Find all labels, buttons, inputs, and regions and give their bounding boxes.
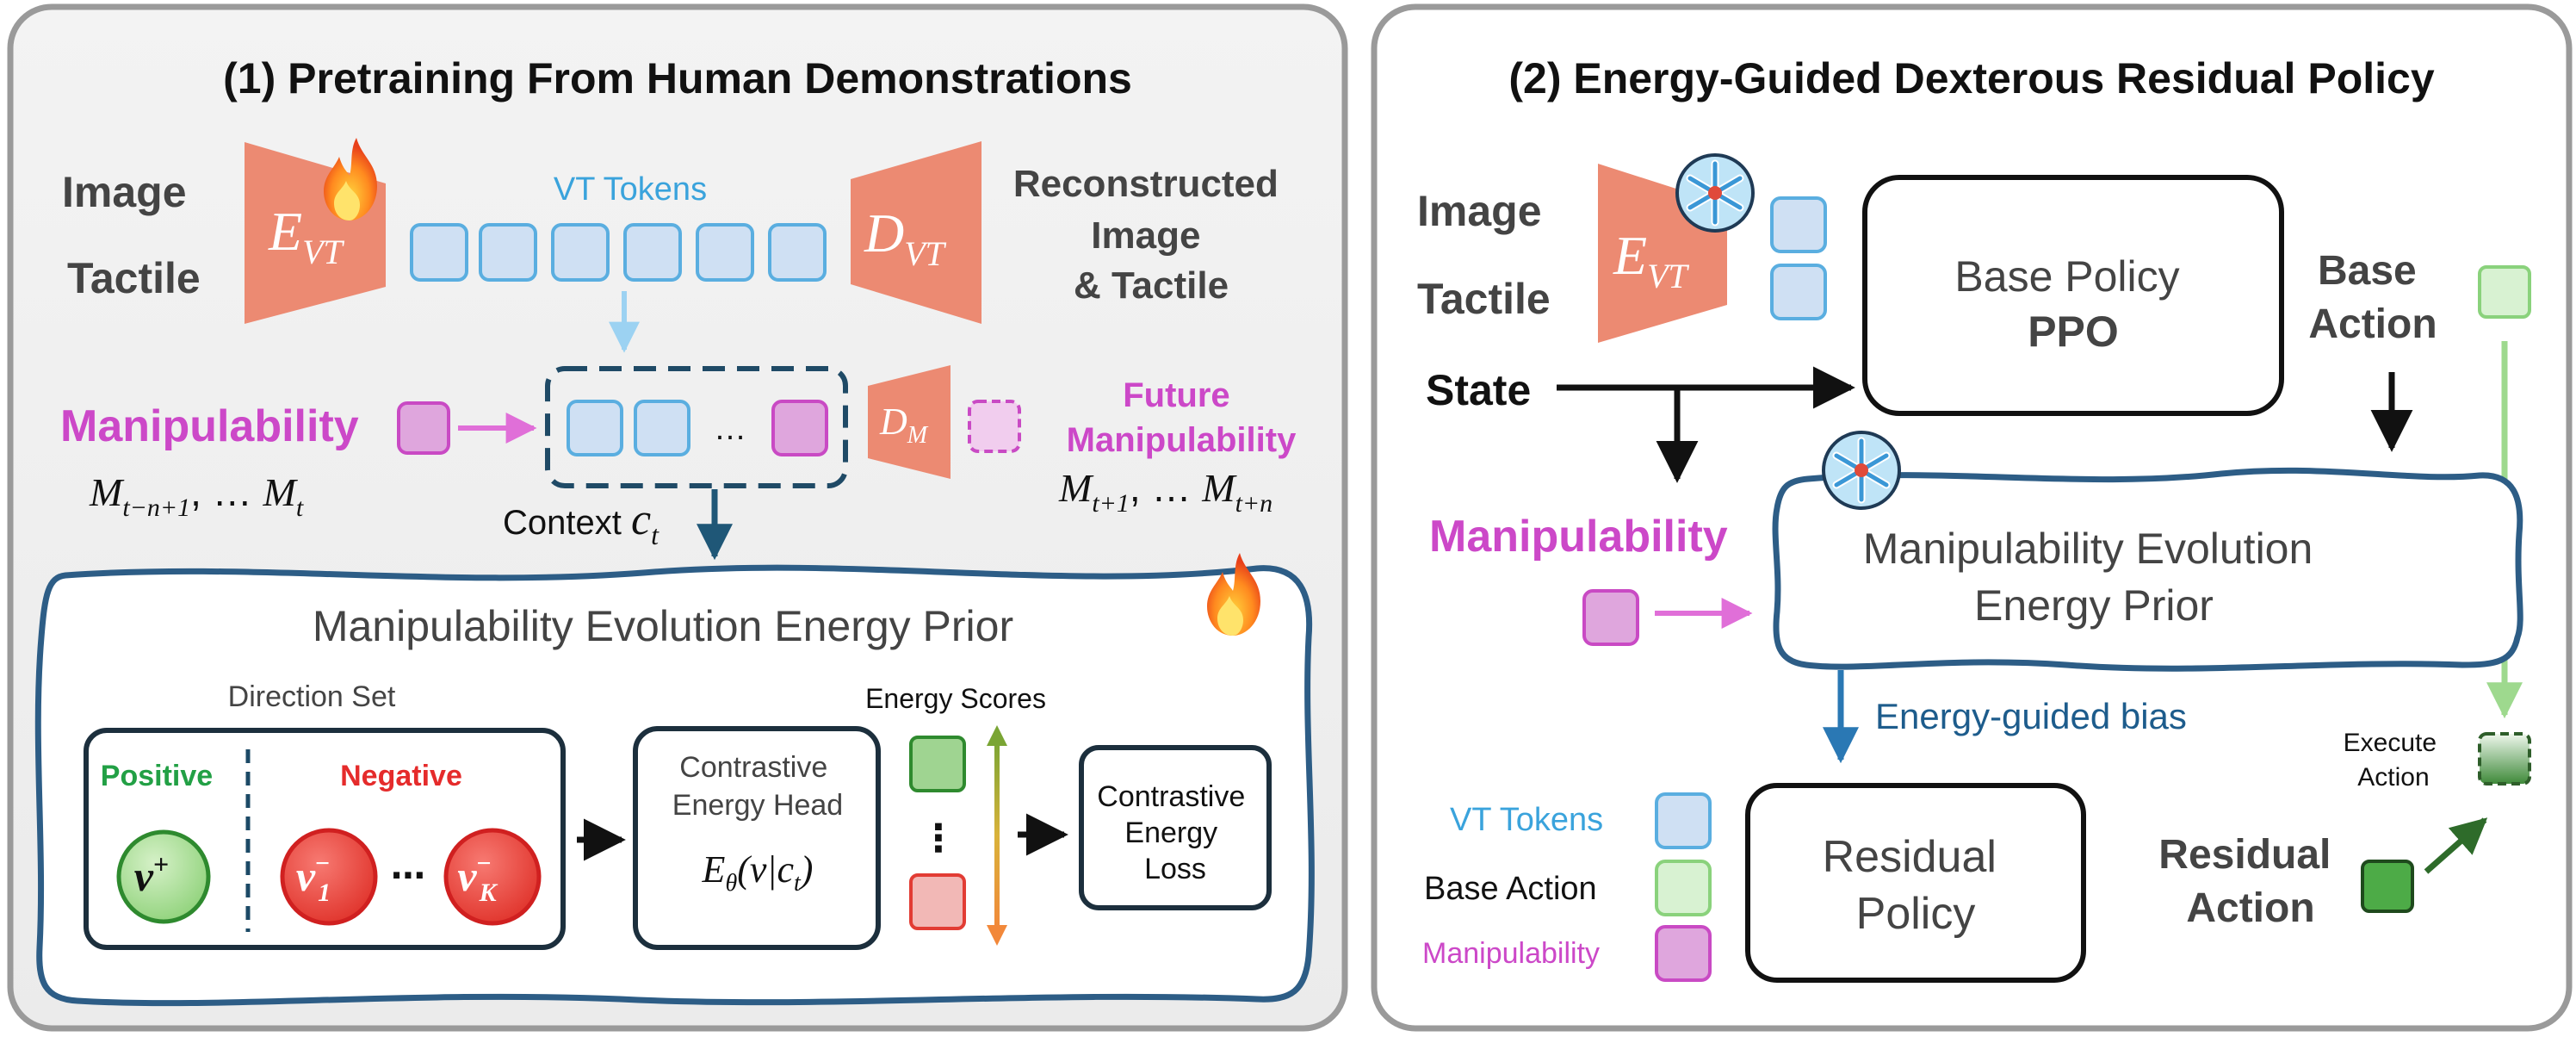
- energy-guided-bias-label: Energy-guided bias: [1875, 696, 2187, 736]
- manipulability-label: Manipulability: [60, 401, 359, 451]
- panel-residual-policy: (2) Energy-Guided Dexterous Residual Pol…: [1371, 3, 2573, 1032]
- energy-head-label: Contrastive Energy Head: [672, 751, 843, 822]
- snowflake-icon: [1675, 153, 1755, 233]
- vt-token-row: [410, 223, 827, 282]
- decoder-trapezoid: [851, 141, 981, 324]
- image-label: Image: [62, 168, 187, 216]
- vk-minus-label: v−K: [457, 849, 498, 907]
- negatives-ellipsis: ⋯: [391, 857, 425, 895]
- base-action-token: [2478, 265, 2531, 319]
- context-token: [634, 400, 690, 456]
- reconstructed-label: Reconstructed Image & Tactile: [1013, 163, 1289, 307]
- vt-token: [1770, 196, 1827, 253]
- image-label: Image: [1417, 187, 1542, 235]
- dm-decoder-label: DM: [879, 401, 929, 449]
- manipulability-token: [1582, 589, 1639, 646]
- encoder-label: EVT: [1613, 225, 1690, 295]
- legend-vt-tokens-label: VT Tokens: [1450, 802, 1603, 838]
- legend-base-action-label: Base Action: [1424, 871, 1597, 907]
- energy-score-low: [909, 873, 966, 930]
- v1-minus-label: v−1: [296, 849, 331, 907]
- vt-token: [551, 223, 610, 282]
- context-ellipsis: …: [714, 411, 746, 447]
- fire-icon: [324, 138, 377, 220]
- fire-icon: [1207, 553, 1260, 636]
- panel-pretraining: (1) Pretraining From Human Demonstration…: [7, 3, 1348, 1032]
- manipulability-token: [397, 401, 450, 455]
- vt-token: [479, 223, 537, 282]
- context-label: Context ct: [503, 495, 659, 550]
- vt-token: [768, 223, 827, 282]
- tactile-label: Tactile: [1417, 275, 1551, 323]
- panel-title: (1) Pretraining From Human Demonstration…: [223, 54, 1132, 102]
- energy-prior-box: [1772, 467, 2523, 672]
- vt-token: [1770, 264, 1827, 320]
- state-label: State: [1426, 366, 1531, 414]
- past-manipulability-sequence: Mt−n+1, … Mt: [89, 469, 304, 522]
- token-legend: VT Tokens Base Action Manipulability: [1422, 792, 1712, 982]
- energy-head-formula: Eθ(v|ct): [702, 848, 814, 897]
- negative-direction-k: [443, 828, 542, 926]
- execute-action-token: [2478, 732, 2531, 786]
- positive-direction: [116, 829, 211, 924]
- legend-manipulability-label: Manipulability: [1422, 937, 1600, 970]
- residual-to-execute-arrow: [2424, 817, 2488, 874]
- negative-label: Negative: [340, 760, 462, 792]
- contrastive-energy-loss-box: [1079, 745, 1272, 910]
- snowflake-icon: [1822, 431, 1901, 510]
- future-manipulability-token: [968, 400, 1021, 453]
- manipulability-label: Manipulability: [1429, 512, 1728, 562]
- energy-score-gradient-arrow: [994, 741, 1000, 930]
- residual-action-token: [2361, 860, 2414, 913]
- residual-policy-box: [1745, 783, 2086, 983]
- legend-manipulability-token: [1655, 925, 1712, 982]
- negative-direction-1: [280, 828, 378, 926]
- vt-token: [696, 223, 754, 282]
- dm-decoder-trapezoid: [868, 365, 951, 479]
- context-token: [567, 400, 623, 456]
- legend-base-action-token: [1655, 860, 1712, 916]
- energy-score-arrowhead-bottom: [987, 925, 1007, 946]
- energy-prior-title: Manipulability Evolution Energy Prior: [313, 602, 1013, 650]
- energy-score-arrowhead-top: [987, 725, 1007, 746]
- positive-label: Positive: [101, 760, 213, 792]
- context-box: [545, 366, 848, 488]
- energy-prior-label: Manipulability Evolution Energy Prior: [1863, 525, 2325, 630]
- energy-scores-label: Energy Scores: [865, 683, 1046, 714]
- base-policy-label: Base Policy PPO: [1954, 252, 2191, 356]
- tactile-label: Tactile: [67, 254, 201, 302]
- vt-tokens-label: VT Tokens: [554, 171, 707, 208]
- v-plus-label: v+: [134, 848, 169, 900]
- future-manipulability-sequence: Mt+1, … Mt+n: [1058, 465, 1273, 518]
- residual-policy-label: Residual Policy: [1823, 832, 2009, 939]
- energy-score-ellipsis: ⋮: [920, 817, 957, 860]
- energy-score-high: [909, 736, 966, 792]
- decoder-label: DVT: [864, 202, 947, 273]
- execute-action-label: Execute Action: [2344, 729, 2444, 792]
- vt-token: [410, 223, 468, 282]
- base-policy-box: [1862, 175, 2284, 416]
- panel-title: (2) Energy-Guided Dexterous Residual Pol…: [1508, 54, 2434, 102]
- legend-vt-token: [1655, 792, 1712, 849]
- residual-action-label: Residual Action: [2158, 832, 2342, 931]
- contrastive-energy-head-box: [633, 726, 881, 950]
- encoder-label: EVT: [268, 201, 345, 271]
- vt-token: [623, 223, 682, 282]
- base-action-label: Base Action: [2308, 248, 2437, 347]
- future-manipulability-label: Future Manipulability: [1067, 376, 1297, 459]
- energy-loss-label: Contrastive Energy Loss: [1097, 780, 1253, 885]
- context-manipulability-token: [771, 400, 828, 456]
- direction-set-label: Direction Set: [228, 680, 396, 713]
